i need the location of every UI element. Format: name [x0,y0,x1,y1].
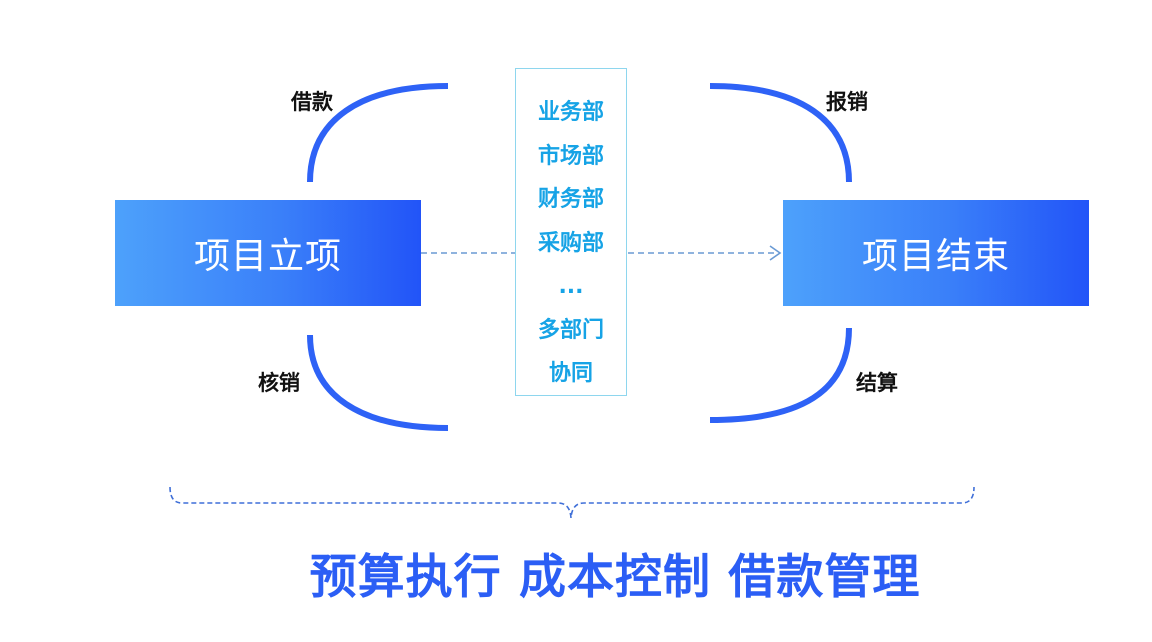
label-verify: 核销 [258,371,300,395]
department-item: 财务部 [537,187,604,212]
department-item: 协同 [548,361,593,386]
department-item: 业务部 [537,100,604,125]
label-settle: 结算 [856,371,898,395]
label-loan: 借款 [291,90,333,114]
arc-bottom-left [307,334,449,431]
arrowhead-icon [769,245,782,261]
arc-top-right [709,83,852,183]
project-end-box: 项目结束 [783,200,1089,306]
footer-title: 预算执行 成本控制 借款管理 [309,550,921,605]
department-item: 采购部 [537,230,604,256]
department-item: 市场部 [537,143,604,169]
department-ellipsis: ... [558,274,584,299]
project-start-box: 项目立项 [115,200,421,306]
brace [169,486,975,519]
department-panel: 业务部 市场部 财务部 采购部 ... 多部门 协同 [515,68,627,396]
arc-top-left [307,83,449,183]
department-item: 多部门 [537,317,604,343]
project-end-label: 项目结束 [861,236,1010,277]
label-reimburse: 报销 [826,90,868,114]
project-start-label: 项目立项 [193,236,342,277]
arc-bottom-right [709,327,852,423]
